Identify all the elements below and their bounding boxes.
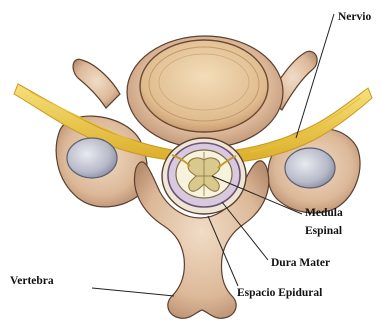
left-superior-process <box>73 59 120 108</box>
right-articular-facet <box>285 148 335 188</box>
vertebra-leader-line <box>92 288 174 296</box>
label-medula: Medula <box>305 207 343 219</box>
vertebral-canal <box>162 138 246 214</box>
label-espacio-epidural: Espacio Epidural <box>237 287 322 299</box>
left-articular-facet <box>67 138 117 178</box>
label-nervio: Nervio <box>338 11 371 23</box>
label-espinal: Espinal <box>305 225 342 237</box>
label-vertebra: Vertebra <box>10 275 54 287</box>
label-dura-mater: Dura Mater <box>271 257 330 269</box>
intervertebral-disc <box>140 40 268 132</box>
